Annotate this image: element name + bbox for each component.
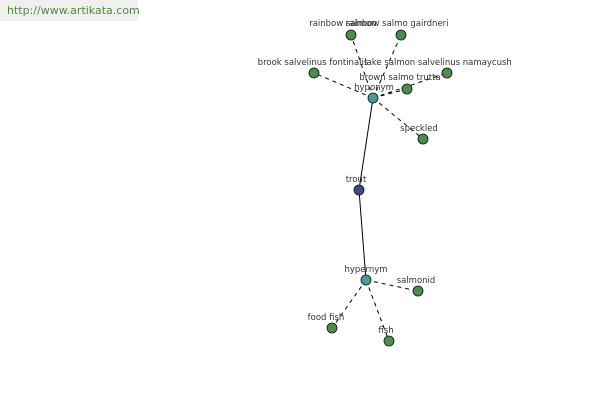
edge-hyponym-rainbow-salmon — [350, 34, 374, 99]
node-label-fish: fish — [378, 326, 393, 336]
edge-hyponym-salmo-gairdneri — [372, 34, 402, 99]
node-salmo-gairdneri[interactable]: rainbow salmo gairdneri — [345, 19, 449, 41]
graph-nodes: trout hyponym hypernym rainbow salmonrainbo… — [258, 19, 512, 347]
node-circle-brown[interactable] — [401, 83, 413, 95]
node-label-hypernym: hypernym — [344, 265, 387, 275]
node-label-speckled: speckled — [400, 124, 438, 134]
node-brook[interactable]: brook salvelinus fontinalis — [258, 58, 369, 79]
graph-edges — [313, 34, 448, 342]
node-food-fish[interactable]: food fish — [308, 313, 345, 334]
node-label-brown: brown salmo trutta — [359, 73, 440, 83]
site-url-link[interactable]: http://www.artikata.com — [0, 0, 140, 21]
node-label-lake: lake salmon salvelinus namaycush — [364, 58, 512, 68]
node-label-brook: brook salvelinus fontinalis — [258, 58, 369, 68]
edge-hyponym-lake — [372, 72, 448, 99]
edge-hypernym-salmonid — [365, 279, 419, 292]
node-trout[interactable]: trout — [346, 175, 367, 196]
node-circle-food-fish[interactable] — [326, 322, 338, 334]
edge-hyponym-brown — [372, 88, 408, 99]
edge-hypernym-fish — [365, 279, 390, 342]
node-circle-trout[interactable] — [353, 184, 365, 196]
node-circle-lake[interactable] — [441, 67, 453, 79]
node-circle-salmo-gairdneri[interactable] — [395, 29, 407, 41]
node-rainbow-salmon[interactable]: rainbow salmon — [309, 19, 377, 41]
node-circle-rainbow-salmon[interactable] — [345, 29, 357, 41]
node-hypernym[interactable]: hypernym — [344, 265, 388, 286]
node-fish[interactable]: fish — [378, 326, 395, 347]
node-circle-hyponym[interactable] — [367, 92, 379, 104]
node-label-hyponym: hyponym — [354, 83, 394, 93]
node-speckled[interactable]: speckled — [400, 124, 438, 145]
node-hyponym[interactable]: hyponym — [354, 83, 394, 104]
node-circle-brook[interactable] — [308, 67, 320, 79]
node-label-food-fish: food fish — [308, 313, 345, 323]
node-brown[interactable]: brown salmo trutta — [359, 73, 441, 95]
node-label-trout: trout — [346, 175, 367, 185]
node-circle-fish[interactable] — [383, 335, 395, 347]
node-label-rainbow-salmon: rainbow salmon — [309, 19, 377, 29]
edge-hypernym-food-fish — [331, 279, 367, 329]
node-circle-hypernym[interactable] — [360, 274, 372, 286]
edge-hyponym-brook — [313, 72, 374, 99]
edge-trout-hypernym — [358, 189, 367, 281]
edge-trout-hyponym — [358, 97, 374, 191]
node-label-salmo-gairdneri: rainbow salmo gairdneri — [345, 19, 448, 29]
node-circle-speckled[interactable] — [417, 133, 429, 145]
node-circle-salmonid[interactable] — [412, 285, 424, 297]
edge-hyponym-speckled — [372, 97, 424, 140]
node-label-salmonid: salmonid — [397, 276, 436, 286]
node-salmonid[interactable]: salmonid — [397, 276, 436, 297]
node-lake[interactable]: lake salmon salvelinus namaycush — [364, 58, 512, 79]
